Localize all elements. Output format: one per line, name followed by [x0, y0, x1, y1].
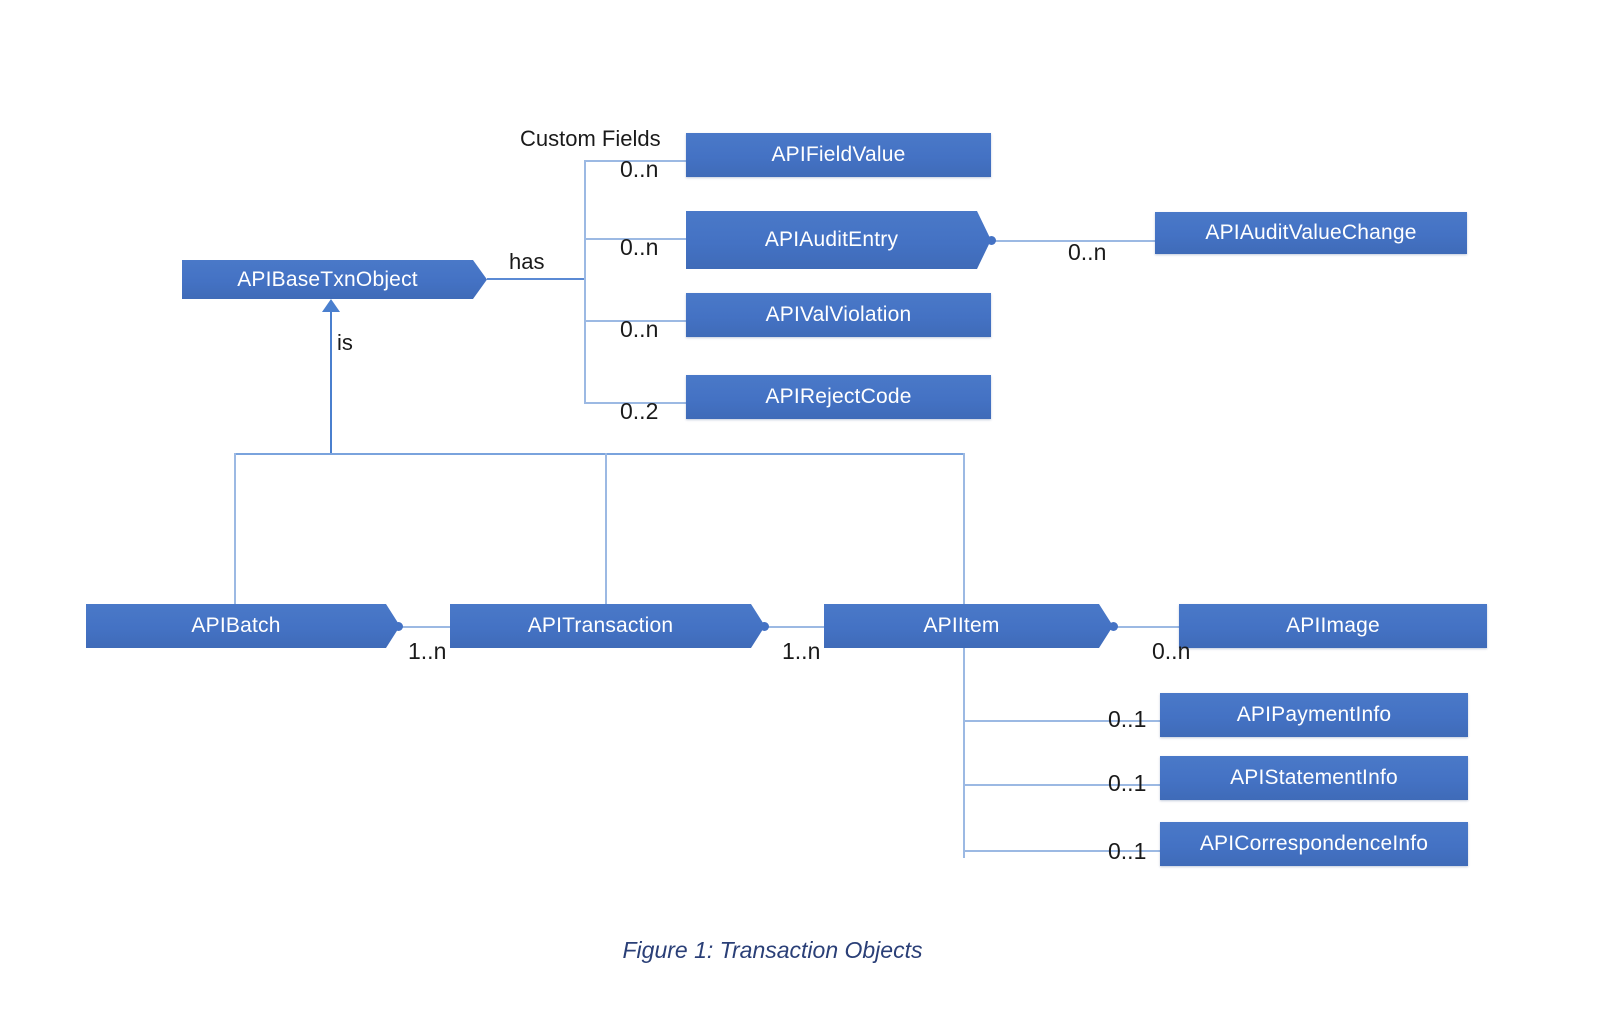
node-label: APIAuditEntry	[764, 228, 899, 251]
node-api-reject-code[interactable]: APIRejectCode	[686, 375, 991, 419]
node-label: APIAuditValueChange	[1205, 221, 1417, 244]
label-custom-fields: Custom Fields	[520, 126, 661, 151]
connector-inherit-riser	[330, 312, 333, 454]
multiplicity-transaction-item: 1..n	[782, 638, 821, 664]
label-has: has	[509, 249, 545, 274]
connector-base-has-trunk	[487, 278, 585, 280]
node-api-val-violation[interactable]: APIValViolation	[686, 293, 991, 337]
label-is: is	[337, 330, 353, 355]
multiplicity-field-value: 0..n	[620, 156, 659, 182]
connector-inherit-drop-item	[963, 453, 965, 604]
connector-inherit-drop-batch	[234, 453, 236, 604]
connector-audit-entry-to-value-change	[991, 240, 1157, 242]
connector-transaction-to-item	[765, 626, 827, 628]
node-api-base-txn-object[interactable]: APIBaseTxnObject	[182, 260, 487, 299]
multiplicity-audit-value-change: 0..n	[1068, 239, 1107, 265]
joint-audit-entry	[987, 236, 996, 245]
connector-item-info-spine	[963, 648, 965, 858]
multiplicity-audit-entry: 0..n	[620, 234, 659, 260]
connector-branch-reject-code	[584, 402, 686, 404]
node-api-statement-info[interactable]: APIStatementInfo	[1160, 756, 1468, 800]
multiplicity-correspondence-info: 0..1	[1108, 838, 1147, 864]
node-label: APIBaseTxnObject	[237, 267, 418, 291]
multiplicity-item-image: 0..n	[1152, 638, 1191, 664]
connector-inherit-drop-transaction	[605, 453, 607, 604]
multiplicity-reject-code: 0..2	[620, 398, 659, 424]
connector-branch-val-violation	[584, 320, 686, 322]
node-api-correspondence-info[interactable]: APICorrespondenceInfo	[1160, 822, 1468, 866]
connector-branch-field-value	[584, 160, 686, 162]
node-label: APIPaymentInfo	[1236, 703, 1392, 726]
node-api-audit-value-change[interactable]: APIAuditValueChange	[1155, 212, 1467, 254]
inheritance-arrow-icon	[322, 299, 340, 312]
node-label: APIImage	[1286, 614, 1380, 637]
node-api-audit-entry[interactable]: APIAuditEntry	[686, 211, 991, 269]
joint-item	[1109, 622, 1118, 631]
connector-branch-correspondence-info	[963, 850, 1162, 852]
connector-item-to-image	[1113, 626, 1183, 628]
node-api-payment-info[interactable]: APIPaymentInfo	[1160, 693, 1468, 737]
connector-batch-to-transaction	[400, 626, 456, 628]
node-api-transaction[interactable]: APITransaction	[450, 604, 765, 648]
multiplicity-val-violation: 0..n	[620, 316, 659, 342]
connector-has-spine	[584, 160, 586, 402]
multiplicity-payment-info: 0..1	[1108, 706, 1147, 732]
node-label: APITransaction	[527, 614, 674, 637]
node-label: APIItem	[923, 614, 1000, 637]
node-label: APIValViolation	[765, 303, 912, 326]
connector-branch-statement-info	[963, 784, 1162, 786]
node-label: APIBatch	[191, 614, 281, 637]
node-api-image[interactable]: APIImage	[1179, 604, 1487, 648]
multiplicity-statement-info: 0..1	[1108, 770, 1147, 796]
node-label: APIFieldValue	[771, 143, 906, 166]
connector-branch-audit-entry	[584, 238, 686, 240]
node-label: APIStatementInfo	[1230, 766, 1398, 789]
node-api-batch[interactable]: APIBatch	[86, 604, 400, 648]
node-api-item[interactable]: APIItem	[824, 604, 1113, 648]
connector-branch-payment-info	[963, 720, 1162, 722]
node-label: APIRejectCode	[765, 385, 912, 408]
node-api-field-value[interactable]: APIFieldValue	[686, 133, 991, 177]
node-label: APICorrespondenceInfo	[1199, 832, 1429, 855]
multiplicity-batch-transaction: 1..n	[408, 638, 447, 664]
connector-inherit-bar	[234, 453, 964, 455]
figure-caption: Figure 1: Transaction Objects	[622, 937, 923, 963]
